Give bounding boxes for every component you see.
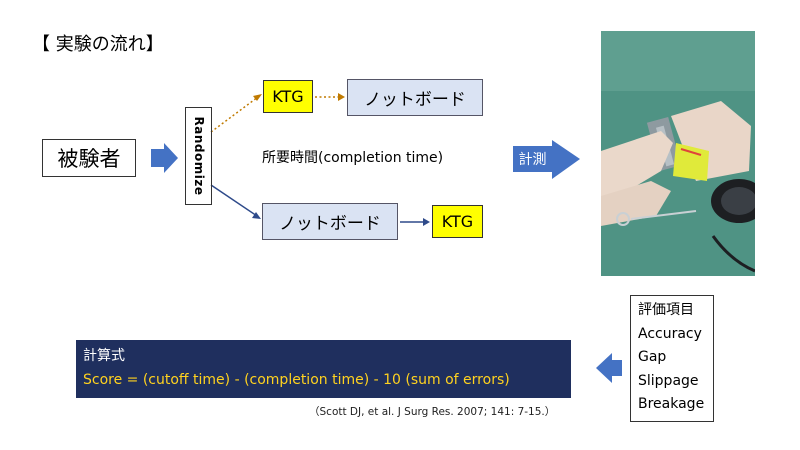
- evaluation-item-accuracy: Accuracy: [638, 325, 702, 342]
- solid-connector-bottom: [210, 184, 258, 217]
- ktg-label-bottom: KTG: [441, 212, 474, 231]
- arrowhead-ktg-knotboard-icon: [338, 93, 345, 101]
- dotted-connector-top: [210, 96, 259, 133]
- block-arrow-left-icon: [596, 353, 612, 383]
- knotboard-label-top: ノットボード: [364, 90, 466, 110]
- subject-label: 被験者: [57, 147, 121, 171]
- evaluation-item-slippage: Slippage: [638, 372, 699, 389]
- completion-time-label: 所要時間(completion time): [262, 150, 444, 166]
- measure-arrow: 計測: [513, 146, 552, 172]
- arrowhead-bottom-icon: [252, 212, 261, 219]
- evaluation-items-box: 評価項目 Accuracy Gap Slippage Breakage: [630, 295, 714, 422]
- randomize-label: Randomize: [191, 116, 206, 196]
- evaluation-header: 評価項目: [638, 302, 694, 318]
- photo-illustration: [601, 31, 755, 276]
- arrowhead-top-icon: [253, 94, 262, 101]
- evaluation-item-breakage: Breakage: [638, 396, 705, 412]
- measure-label: 計測: [518, 152, 547, 168]
- arrowhead-knotboard-ktg-icon: [423, 218, 430, 226]
- reference-citation: （Scott DJ, et al. J Surg Res. 2007; 141:…: [309, 406, 556, 418]
- evaluation-item-gap: Gap: [638, 349, 667, 365]
- knotboard-box-top: ノットボード: [347, 79, 483, 116]
- formula-box: 計算式 Score = (cutoff time) - (completion …: [76, 340, 571, 398]
- ktg-box-bottom: KTG: [432, 205, 483, 238]
- randomize-box: Randomize: [185, 107, 212, 205]
- formula-header: 計算式: [83, 348, 125, 364]
- page-title: 【 実験の流れ】: [32, 34, 164, 55]
- block-arrow-right-icon: [151, 143, 178, 173]
- formula-expression: Score = (cutoff time) - (completion time…: [83, 372, 510, 388]
- experiment-photo: [601, 31, 755, 276]
- ktg-box-top: KTG: [263, 80, 313, 113]
- ktg-label-top: KTG: [272, 87, 304, 106]
- knotboard-label-bottom: ノットボード: [279, 214, 381, 234]
- measure-arrow-tip-icon: [552, 140, 580, 179]
- knotboard-box-bottom: ノットボード: [262, 203, 398, 240]
- subject-box: 被験者: [42, 139, 136, 177]
- block-arrow-left-shaft: [611, 360, 622, 376]
